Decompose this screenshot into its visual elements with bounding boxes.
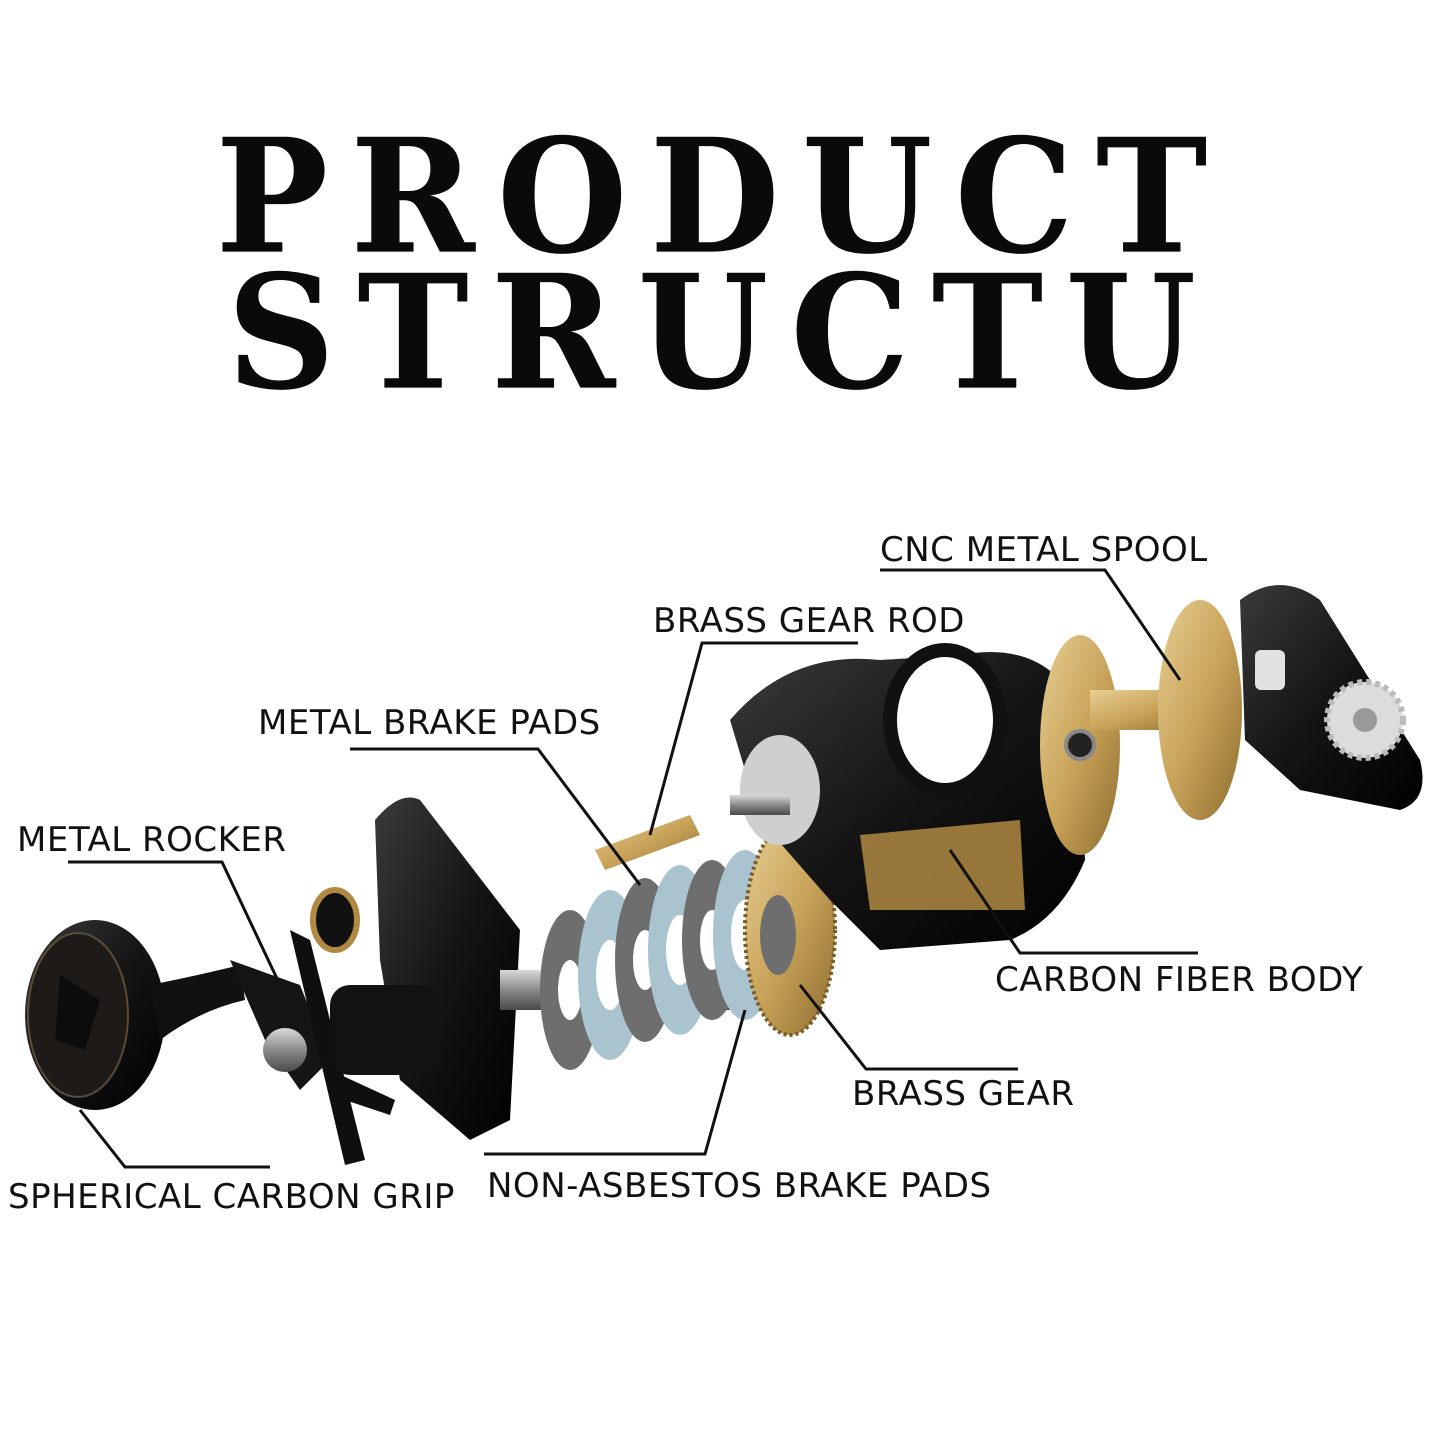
leader-brass-gear-rod — [648, 641, 858, 836]
leader-cnc-metal-spool — [880, 568, 1182, 681]
label-spherical-carbon-grip: SPHERICAL CARBON GRIP — [8, 1177, 455, 1217]
brass-gear-rod-part — [595, 815, 700, 870]
label-brass-gear: BRASS GEAR — [852, 1074, 1075, 1114]
spherical-carbon-grip-part — [25, 920, 245, 1110]
leader-lines — [68, 568, 1198, 1169]
label-metal-rocker: METAL ROCKER — [17, 820, 287, 860]
title-line-1: PRODUCT — [215, 104, 1230, 290]
right-side-plate-part — [1240, 585, 1423, 810]
brake-pad-stack — [540, 850, 777, 1070]
label-cnc-metal-spool: CNC METAL SPOOL — [880, 530, 1208, 570]
leader-metal-rocker — [68, 860, 282, 986]
cnc-metal-spool-part — [1040, 600, 1242, 855]
label-non-asbestos-brake-pads: NON-ASBESTOS BRAKE PADS — [487, 1166, 992, 1206]
leader-metal-brake-pads — [350, 747, 642, 886]
leader-spherical-carbon-grip — [78, 1109, 270, 1169]
label-carbon-fiber-body: CARBON FIBER BODY — [995, 960, 1364, 1000]
label-metal-brake-pads: METAL BRAKE PADS — [258, 703, 601, 743]
metal-rocker-part — [230, 930, 395, 1165]
leader-brass-gear — [798, 984, 1018, 1071]
leader-non-asbestos-brake-pads — [484, 1009, 747, 1156]
label-brass-gear-rod: BRASS GEAR ROD — [653, 601, 965, 641]
carbon-fiber-body-part — [730, 643, 1085, 950]
left-side-plate-part — [310, 797, 520, 1140]
title-line-2: STRUCTU — [226, 240, 1219, 426]
leader-carbon-fiber-body — [948, 849, 1198, 955]
